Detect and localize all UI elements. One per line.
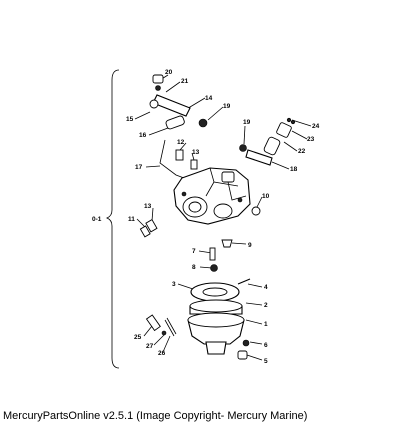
linkage-parts	[149, 74, 208, 179]
carb-top-boss	[221, 171, 235, 183]
lower-left-screws	[145, 314, 177, 337]
callout-27: 27	[146, 343, 154, 350]
group-label: 0-1	[92, 216, 102, 223]
callout-14: 14	[205, 95, 213, 102]
part-20	[152, 74, 164, 84]
part-5	[237, 350, 248, 360]
callout-22: 22	[298, 148, 306, 155]
part-19b	[239, 144, 247, 152]
part-10	[251, 206, 261, 216]
part-23	[276, 122, 292, 138]
callout-19a: 19	[223, 103, 231, 110]
part-25	[145, 314, 161, 332]
part-13b	[145, 219, 158, 233]
part-1-bowl-rim	[187, 312, 245, 328]
left-screws	[139, 219, 158, 238]
callout-20: 20	[165, 69, 173, 76]
part-13a	[190, 159, 198, 170]
callout-24: 24	[312, 123, 320, 130]
part-27	[161, 330, 167, 336]
mid-parts	[209, 239, 251, 285]
callout-25: 25	[134, 334, 142, 341]
part-9	[221, 239, 233, 248]
carb-port	[213, 203, 233, 219]
callout-1: 1	[264, 321, 268, 328]
group-bracket: 0-1	[92, 69, 120, 369]
callout-23: 23	[307, 136, 315, 143]
callout-2: 2	[264, 302, 268, 309]
part-17-rod	[159, 139, 185, 179]
carburetor-body	[173, 167, 251, 225]
part-18-arm	[245, 149, 273, 166]
right-side-parts	[239, 117, 296, 216]
callout-9: 9	[248, 242, 252, 249]
callout-7: 7	[192, 248, 196, 255]
callout-21: 21	[181, 78, 189, 85]
callout-15: 15	[126, 116, 134, 123]
part-19a	[198, 118, 208, 128]
part-15	[149, 99, 159, 109]
callout-5: 5	[264, 358, 268, 365]
callout-13a: 13	[192, 149, 200, 156]
part-12	[175, 149, 184, 161]
carb-screw-b	[237, 197, 243, 203]
callout-13b: 13	[144, 203, 152, 210]
callout-11: 11	[128, 216, 135, 223]
part-7	[209, 247, 216, 261]
part-24b	[290, 119, 296, 125]
callout-26: 26	[158, 350, 166, 357]
part-2-gasket-top	[189, 299, 243, 313]
part-26-spring	[164, 317, 177, 337]
callout-labels: 20 21 14 15 19 16 12 13 17 19 24 23 22 1…	[126, 69, 320, 365]
part-14-link	[152, 94, 191, 117]
callout-8: 8	[192, 264, 196, 271]
bowl-drain	[205, 341, 227, 355]
carb-screw-a	[181, 191, 187, 197]
callout-3: 3	[172, 281, 176, 288]
carb-body-ribs	[205, 167, 247, 201]
callout-17: 17	[135, 164, 143, 171]
part-21	[155, 85, 161, 91]
part-8	[210, 264, 218, 272]
part-24a	[286, 117, 292, 123]
part-3-float-hole	[202, 287, 228, 297]
part-11	[139, 225, 151, 238]
part-22	[263, 136, 281, 156]
part-16	[165, 115, 185, 130]
copyright-caption: MercuryPartsOnline v2.5.1 (Image Copyrig…	[3, 410, 308, 422]
callout-19b: 19	[243, 119, 251, 126]
part-4-pin	[237, 278, 251, 285]
callout-18: 18	[290, 166, 298, 173]
callout-10: 10	[262, 193, 270, 200]
part-6	[242, 339, 250, 347]
callout-6: 6	[264, 342, 268, 349]
carb-throat-inner	[188, 201, 202, 213]
callout-4: 4	[264, 284, 268, 291]
callout-16: 16	[139, 132, 147, 139]
callout-12: 12	[177, 139, 185, 146]
float-bowl-assembly	[187, 282, 250, 360]
